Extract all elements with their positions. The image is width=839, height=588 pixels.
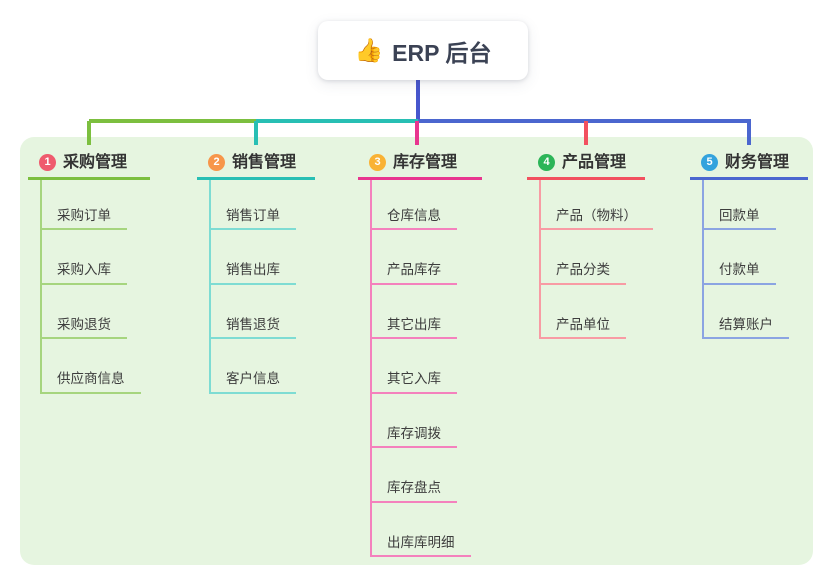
child-node-finance-0[interactable]: 回款单 bbox=[702, 208, 776, 230]
child-row: 付款单 bbox=[702, 249, 776, 285]
connector-trunk-product bbox=[539, 179, 541, 339]
connector-drop-product bbox=[584, 121, 588, 145]
child-row: 结算账户 bbox=[702, 303, 789, 339]
child-node-purchase-1[interactable]: 采购入库 bbox=[40, 263, 127, 285]
branches-panel bbox=[20, 137, 813, 565]
child-row: 采购入库 bbox=[40, 249, 127, 285]
child-row: 其它出库 bbox=[370, 303, 457, 339]
branch-label: 采购管理 bbox=[63, 154, 128, 171]
branch-number-badge: 1 bbox=[39, 154, 56, 171]
connector-bus-purchase bbox=[89, 119, 256, 123]
child-row: 出库库明细 bbox=[370, 521, 471, 557]
child-node-inventory-1[interactable]: 产品库存 bbox=[370, 263, 457, 285]
child-row: 销售订单 bbox=[209, 194, 296, 230]
branch-label: 财务管理 bbox=[725, 154, 790, 171]
connector-trunk-inventory bbox=[370, 179, 372, 557]
child-row: 客户信息 bbox=[209, 358, 296, 394]
child-row: 采购退货 bbox=[40, 303, 127, 339]
branch-node-purchase[interactable]: 1 采购管理 bbox=[28, 146, 150, 180]
child-node-inventory-2[interactable]: 其它出库 bbox=[370, 317, 457, 339]
child-row: 销售退货 bbox=[209, 303, 296, 339]
child-node-purchase-0[interactable]: 采购订单 bbox=[40, 208, 127, 230]
child-row: 采购订单 bbox=[40, 194, 127, 230]
branch-number-badge: 5 bbox=[701, 154, 718, 171]
root-node-label: ERP 后台 bbox=[392, 39, 492, 66]
child-row: 产品库存 bbox=[370, 249, 457, 285]
child-row: 供应商信息 bbox=[40, 358, 141, 394]
connector-trunk-sales bbox=[209, 179, 211, 394]
child-row: 产品（物料） bbox=[539, 194, 653, 230]
connector-trunk-purchase bbox=[40, 179, 42, 394]
child-node-inventory-0[interactable]: 仓库信息 bbox=[370, 208, 457, 230]
child-node-purchase-3[interactable]: 供应商信息 bbox=[40, 372, 141, 394]
branch-node-product[interactable]: 4 产品管理 bbox=[527, 146, 645, 180]
child-node-purchase-2[interactable]: 采购退货 bbox=[40, 317, 127, 339]
child-node-sales-0[interactable]: 销售订单 bbox=[209, 208, 296, 230]
connector-drop-finance bbox=[747, 121, 751, 145]
connector-trunk-finance bbox=[702, 179, 704, 339]
child-node-product-0[interactable]: 产品（物料） bbox=[539, 208, 653, 230]
child-row: 仓库信息 bbox=[370, 194, 457, 230]
branch-label: 库存管理 bbox=[393, 154, 458, 171]
child-node-inventory-5[interactable]: 库存盘点 bbox=[370, 481, 457, 503]
connector-bus-sales bbox=[256, 119, 418, 123]
branch-number-badge: 2 bbox=[208, 154, 225, 171]
child-node-sales-3[interactable]: 客户信息 bbox=[209, 372, 296, 394]
child-node-sales-2[interactable]: 销售退货 bbox=[209, 317, 296, 339]
child-node-inventory-3[interactable]: 其它入库 bbox=[370, 372, 457, 394]
branch-node-inventory[interactable]: 3 库存管理 bbox=[358, 146, 482, 180]
branch-label: 销售管理 bbox=[232, 154, 297, 171]
child-node-inventory-4[interactable]: 库存调拨 bbox=[370, 426, 457, 448]
child-row: 回款单 bbox=[702, 194, 776, 230]
child-node-finance-1[interactable]: 付款单 bbox=[702, 263, 776, 285]
child-node-finance-2[interactable]: 结算账户 bbox=[702, 317, 789, 339]
branch-node-finance[interactable]: 5 财务管理 bbox=[690, 146, 808, 180]
branch-number-badge: 3 bbox=[369, 154, 386, 171]
thumbs-up-icon: 👍 bbox=[354, 37, 384, 63]
branch-number-badge: 4 bbox=[538, 154, 555, 171]
child-row: 产品分类 bbox=[539, 249, 626, 285]
child-node-product-2[interactable]: 产品单位 bbox=[539, 317, 626, 339]
root-node[interactable]: 👍 ERP 后台 bbox=[318, 21, 528, 80]
child-row: 库存调拨 bbox=[370, 412, 457, 448]
connector-root-drop bbox=[416, 80, 420, 123]
child-row: 其它入库 bbox=[370, 358, 457, 394]
child-node-product-1[interactable]: 产品分类 bbox=[539, 263, 626, 285]
child-row: 产品单位 bbox=[539, 303, 626, 339]
child-row: 销售出库 bbox=[209, 249, 296, 285]
connector-drop-inventory bbox=[415, 121, 419, 145]
connector-drop-purchase bbox=[87, 121, 91, 145]
connector-drop-sales bbox=[254, 121, 258, 145]
child-row: 库存盘点 bbox=[370, 467, 457, 503]
child-node-sales-1[interactable]: 销售出库 bbox=[209, 263, 296, 285]
branch-label: 产品管理 bbox=[562, 154, 627, 171]
child-node-inventory-6[interactable]: 出库库明细 bbox=[370, 535, 471, 557]
branch-node-sales[interactable]: 2 销售管理 bbox=[197, 146, 315, 180]
